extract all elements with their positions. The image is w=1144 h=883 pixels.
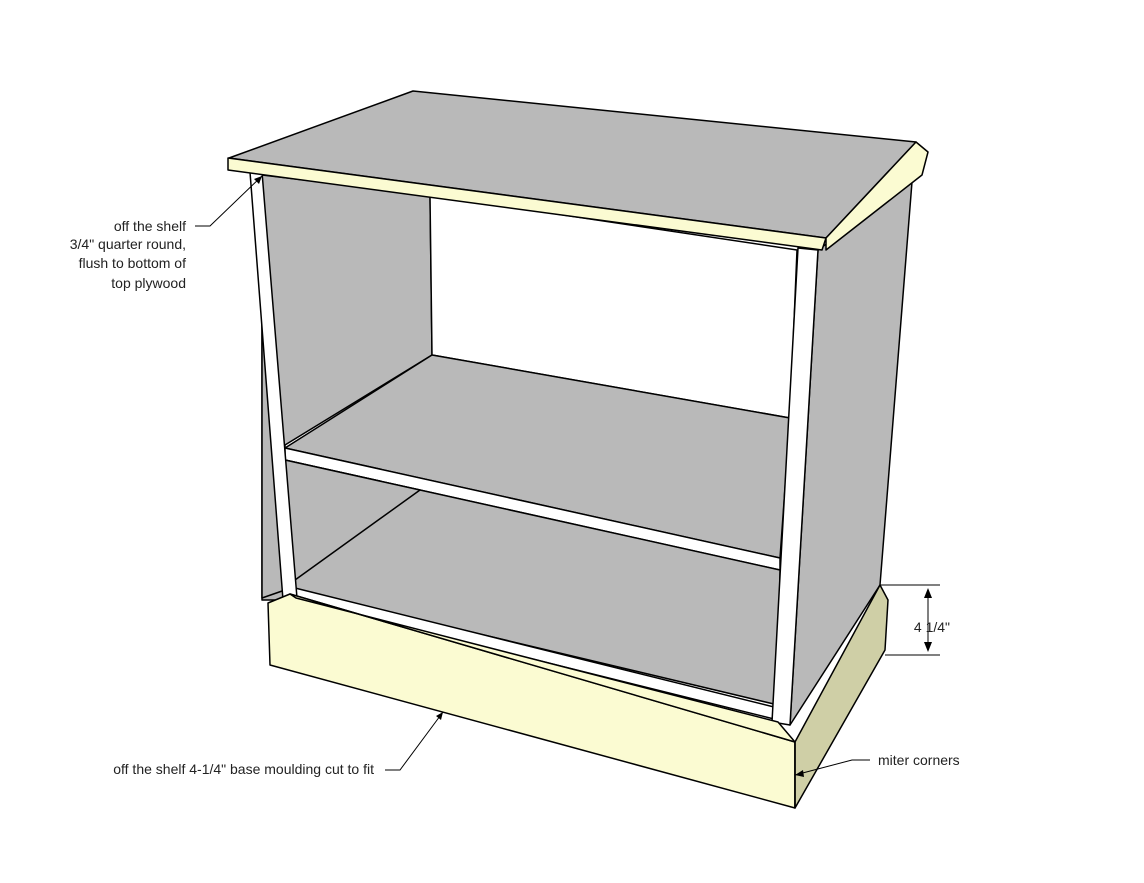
- top-moulding-right: [825, 141, 929, 251]
- label-base-moulding: off the shelf 4-1/4" base moulding cut t…: [113, 761, 374, 777]
- base-moulding-bevel: [289, 593, 796, 743]
- leader-arrow-miter: [795, 770, 804, 777]
- leader-miter: [794, 759, 870, 776]
- dim-arrow-down: [924, 642, 932, 652]
- right-stile: [771, 247, 819, 726]
- label-quarter-round-4: top plywood: [111, 275, 186, 291]
- leader-quarter-round: [195, 175, 263, 227]
- label-quarter-round-3: flush to bottom of: [79, 255, 187, 271]
- dim-arrow-up: [924, 588, 932, 598]
- label-quarter-round-2: 3/4" quarter round,: [70, 236, 186, 252]
- label-miter: miter corners: [878, 752, 960, 768]
- label-dimension: 4 1/4": [914, 619, 950, 635]
- leader-arrow-base: [436, 712, 443, 720]
- label-quarter-round-1: off the shelf: [114, 218, 186, 234]
- leader-arrow-quarter-round: [254, 176, 262, 184]
- leader-base: [385, 711, 444, 771]
- top-moulding-front: [227, 157, 827, 251]
